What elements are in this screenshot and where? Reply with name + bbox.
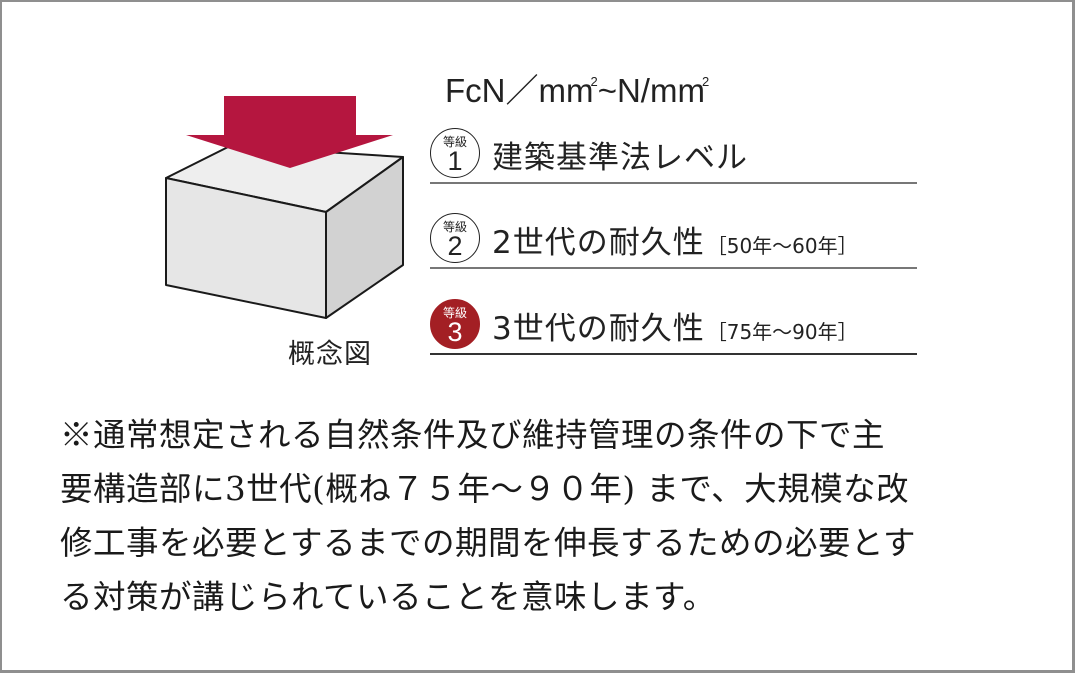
footnote-line: 修工事を必要とするまでの期間を伸長するための必要とす <box>60 524 917 562</box>
unit-header: FcN／mm2~N/mm2 <box>445 64 709 112</box>
divider <box>430 353 917 355</box>
grade-years: ［75年～90年］ <box>706 320 858 344</box>
grade-badge-caption: 等級 <box>442 135 467 149</box>
grade-label: 3世代の耐久性［75年～90年］ <box>492 303 858 348</box>
down-arrow-icon <box>186 96 393 168</box>
unit-middle: ~N/mm <box>597 72 705 109</box>
grade-badge-3: 等級 3 <box>430 299 480 349</box>
grade-badge-caption: 等級 <box>442 220 467 234</box>
footnote-line: 要構造部に3世代(概ね７５年～９０年) まで、大規模な改 <box>60 470 910 508</box>
grade-title: 3世代の耐久性 <box>492 311 705 347</box>
grade-badge-caption: 等級 <box>442 306 467 320</box>
divider <box>430 267 917 269</box>
unit-sup-2: 2 <box>701 74 710 89</box>
grade-row-2: 等級 2 2世代の耐久性［50年～60年］ <box>430 213 917 269</box>
cube-icon <box>165 145 404 319</box>
grade-years: ［50年～60年］ <box>706 234 858 258</box>
grade-badge-number: 1 <box>447 146 463 176</box>
grade-title: 2世代の耐久性 <box>492 225 705 261</box>
footnote-line: ※通常想定される自然条件及び維持管理の条件の下で主 <box>60 416 886 454</box>
unit-sup-1: 2 <box>590 74 598 89</box>
divider <box>430 182 917 184</box>
grade-label: 2世代の耐久性［50年～60年］ <box>492 217 858 262</box>
grade-badge-1: 等級 1 <box>430 128 480 178</box>
footnote-line: る対策が講じられていることを意味します。 <box>60 578 716 616</box>
grade-badge-number: 2 <box>447 231 463 261</box>
grade-row-3: 等級 3 3世代の耐久性［75年～90年］ <box>430 299 917 355</box>
diagram-caption: 概念図 <box>288 339 372 370</box>
grade-badge-2: 等級 2 <box>430 213 480 263</box>
unit-prefix: FcN／mm <box>445 72 594 109</box>
grade-badge-number: 3 <box>447 317 463 347</box>
grade-label: 建築基準法レベル <box>492 132 750 177</box>
grade-title: 建築基準法レベル <box>492 140 748 176</box>
grade-row-1: 等級 1 建築基準法レベル <box>430 128 917 184</box>
footnote: ※通常想定される自然条件及び維持管理の条件の下で主 要構造部に3世代(概ね７５年… <box>60 408 1020 624</box>
